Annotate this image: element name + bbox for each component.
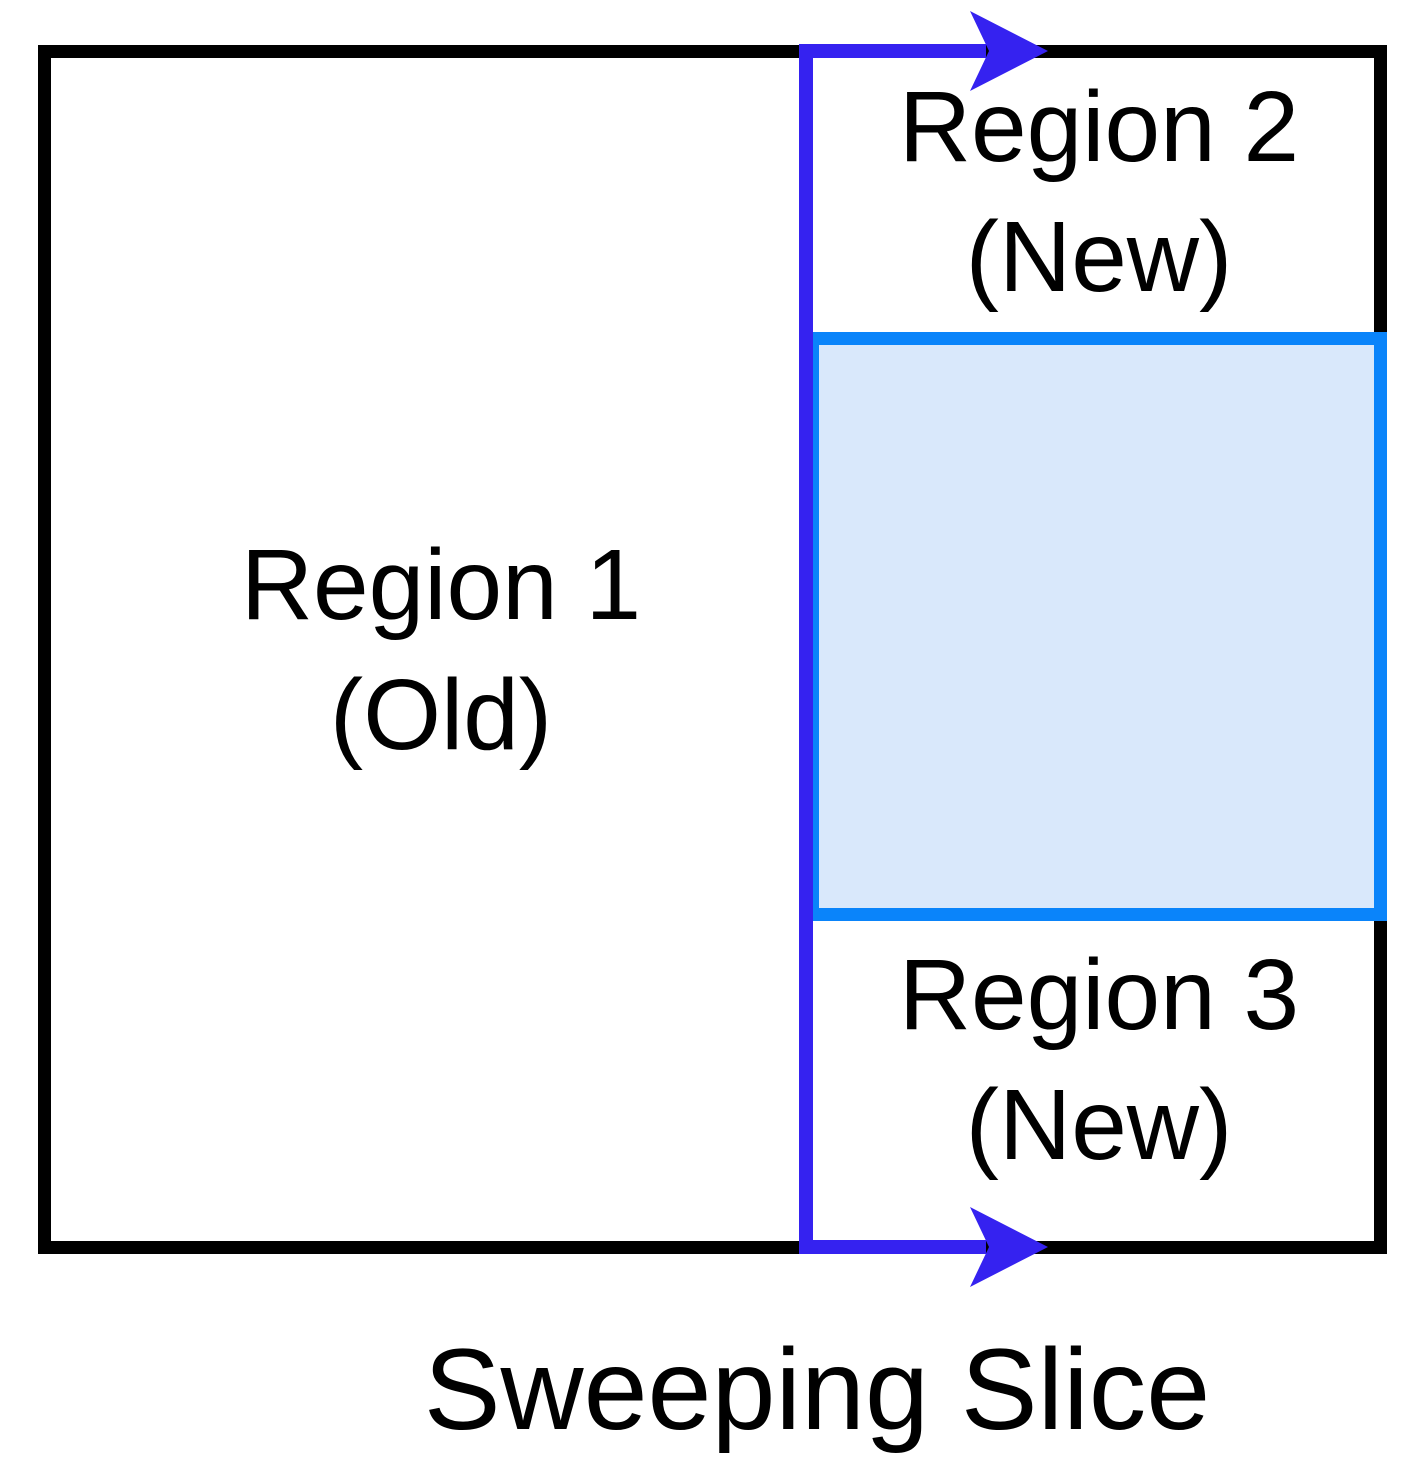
region-1-name: Region 1: [240, 529, 642, 641]
region-1-status: (Old): [329, 659, 553, 771]
region-1-label: Region 1 (Old): [66, 520, 816, 780]
region-2-label: Region 2 (New): [812, 62, 1386, 322]
region-3-status: (New): [965, 1069, 1233, 1181]
region-2-status: (New): [965, 201, 1233, 313]
bottom-arrow-head-icon: [970, 1207, 1048, 1287]
sweeping-slice-box: [806, 332, 1387, 921]
region-3-label: Region 3 (New): [812, 930, 1386, 1190]
top-arrow-head-icon: [970, 11, 1048, 91]
region-2-name: Region 2: [898, 71, 1300, 183]
region-3-name: Region 3: [898, 939, 1300, 1051]
figure-caption: Sweeping Slice: [423, 1326, 1211, 1454]
